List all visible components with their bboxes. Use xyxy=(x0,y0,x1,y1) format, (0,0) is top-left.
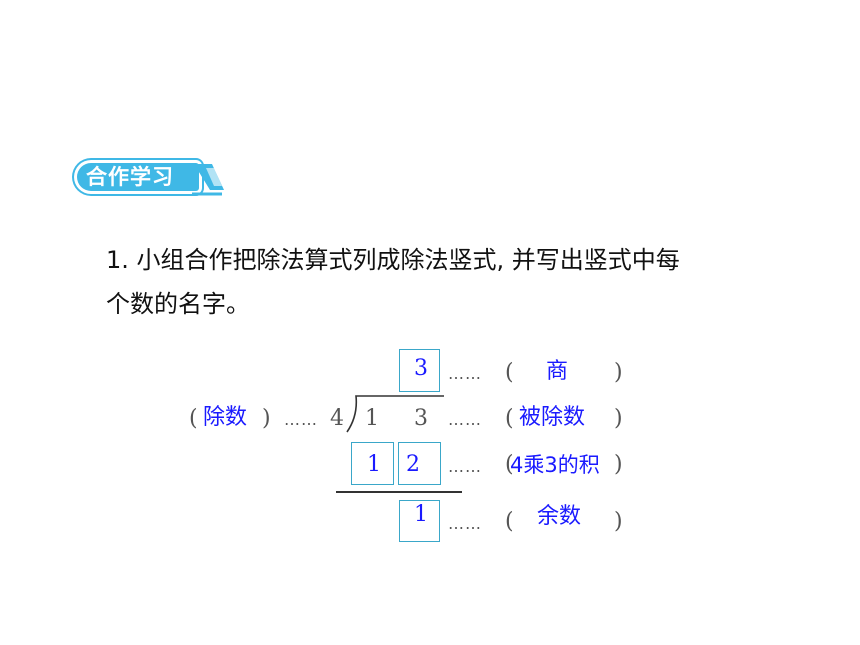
remainder-label: 余数 xyxy=(537,504,582,529)
product-leader: …… xyxy=(448,457,482,476)
product-digit-1: 1 xyxy=(367,452,381,477)
divisor-value: 4 xyxy=(330,406,344,431)
division-bracket xyxy=(346,395,444,433)
remainder-leader: …… xyxy=(448,514,482,533)
product-box-1 xyxy=(351,442,394,485)
dividend-digit-1: 1 xyxy=(365,406,379,431)
quotient-label: 商 xyxy=(546,359,569,384)
badge-pill: 合作学习 xyxy=(74,160,202,194)
product-digit-2: 2 xyxy=(406,452,420,477)
section-badge: 合作学习 xyxy=(74,160,224,200)
remainder-box xyxy=(399,500,440,542)
quotient-leader: …… xyxy=(448,364,482,383)
product-label: 4乘3的积 xyxy=(510,453,600,477)
product-box-2 xyxy=(398,442,441,485)
badge-tail-icon xyxy=(192,164,224,196)
dividend-digit-2: 3 xyxy=(414,406,428,431)
divisor-leader: …… xyxy=(284,410,318,429)
question-text: 1. 小组合作把除法算式列成除法竖式, 并写出竖式中每 个数的名字。 xyxy=(106,238,746,326)
dividend-paren-open: ( xyxy=(505,406,514,431)
badge-label: 合作学习 xyxy=(86,165,174,189)
product-paren-open: ( xyxy=(505,452,514,477)
dividend-paren-close: ) xyxy=(614,406,623,431)
remainder-value: 1 xyxy=(414,502,428,527)
question-line-2: 个数的名字。 xyxy=(106,290,250,318)
quotient-paren-open: ( xyxy=(505,360,514,385)
dividend-leader: …… xyxy=(448,410,482,429)
question-line-1: 1. 小组合作把除法算式列成除法竖式, 并写出竖式中每 xyxy=(106,246,680,274)
dividend-label: 被除数 xyxy=(519,405,586,430)
remainder-paren-close: ) xyxy=(614,509,623,534)
subtraction-line xyxy=(336,491,462,493)
quotient-box xyxy=(399,349,440,392)
divisor-paren-close: ) xyxy=(262,406,271,431)
product-paren-close: ) xyxy=(614,452,623,477)
remainder-paren-open: ( xyxy=(505,509,514,534)
divisor-paren-open: ( xyxy=(189,406,198,431)
quotient-paren-close: ) xyxy=(614,360,623,385)
divisor-label: 除数 xyxy=(203,405,248,430)
quotient-value: 3 xyxy=(414,356,428,381)
